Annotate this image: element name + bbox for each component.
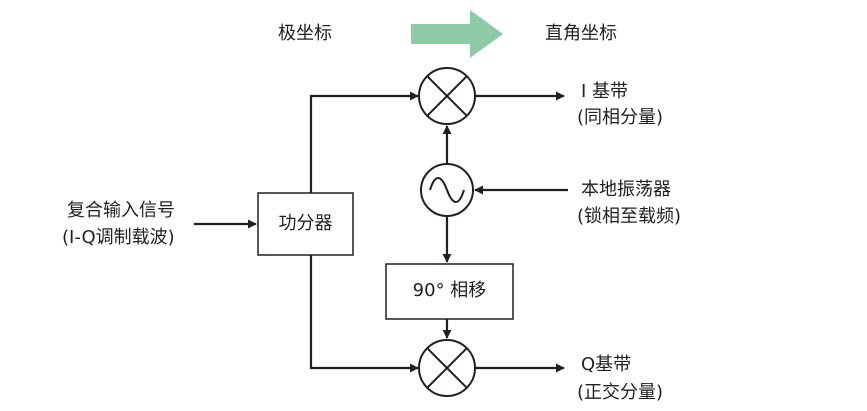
q-mixer-icon <box>418 339 476 397</box>
splitter-label: 功分器 <box>278 213 333 234</box>
i-baseband-label: I 基带 <box>581 81 629 102</box>
phase-shift-box <box>385 263 514 320</box>
i-component-label: (同相分量) <box>577 107 664 128</box>
splitter-box <box>257 192 354 256</box>
polar-coordinate-label: 极坐标 <box>278 23 332 44</box>
phase-shift-label: 90° 相移 <box>412 280 487 301</box>
splitter-to-q-mixer <box>309 255 419 373</box>
oscillator-sine-icon <box>420 163 474 217</box>
splitter-to-i-mixer <box>309 91 419 193</box>
input-label-line1: 复合输入信号 <box>67 200 175 221</box>
oscillator-label-line1: 本地振荡器 <box>581 179 671 200</box>
conversion-arrow-icon <box>411 10 503 58</box>
q-baseband-label: Q基带 <box>581 354 632 375</box>
rect-coordinate-label: 直角坐标 <box>545 23 617 44</box>
input-label-line2: (I-Q调制载波) <box>62 227 175 248</box>
oscillator-label-line2: (锁相至载频) <box>577 206 682 227</box>
i-mixer-icon <box>418 67 476 125</box>
q-component-label: (正交分量) <box>577 382 664 403</box>
